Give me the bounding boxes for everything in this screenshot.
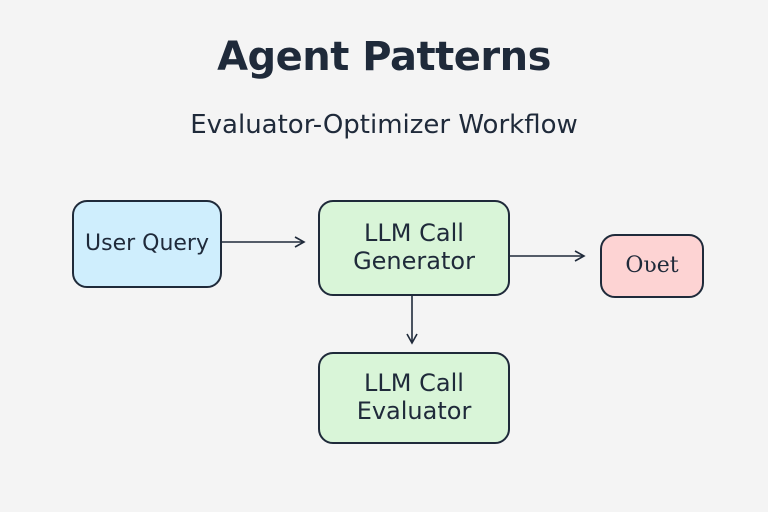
node-llm-evaluator: LLM Call Evaluator	[318, 352, 510, 444]
diagram-subtitle: Evaluator-Optimizer Workflow	[190, 110, 578, 140]
diagram-title: Agent Patterns	[217, 34, 551, 80]
node-output: Oʋet	[600, 234, 704, 298]
node-user-query: User Query	[72, 200, 222, 288]
node-llm-evaluator-label: LLM Call Evaluator	[356, 369, 472, 425]
node-user-query-label: User Query	[85, 231, 209, 257]
node-output-label: Oʋet	[625, 253, 679, 279]
node-llm-generator-label: LLM Call Generator	[353, 219, 475, 275]
node-llm-generator: LLM Call Generator	[318, 200, 510, 296]
